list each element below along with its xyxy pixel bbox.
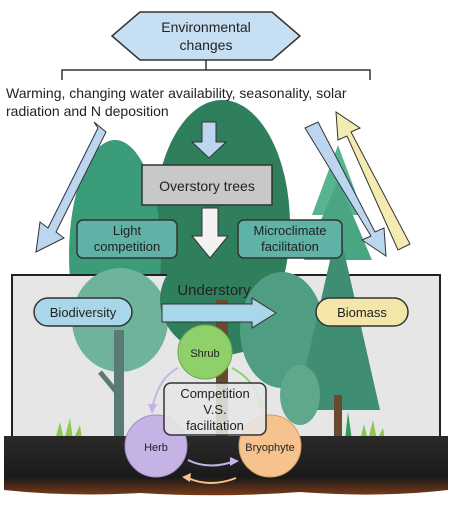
microclimate-facilitation-line2: facilitation xyxy=(261,239,319,254)
arrow-bryophyte-herb xyxy=(187,477,237,484)
sprout xyxy=(345,412,352,440)
soil-layer xyxy=(4,436,448,496)
light-competition-box xyxy=(76,219,178,259)
arrow-right-diagonal-up xyxy=(335,111,411,251)
shrub-label: Shrub xyxy=(190,348,219,360)
hexagon-title-line2: changes xyxy=(180,37,233,53)
arrow-herb-bryophyte-head xyxy=(230,457,239,466)
environmental-changes-hexagon xyxy=(110,11,302,61)
arrow-bryophyte-herb-head xyxy=(182,473,191,482)
arrow-down-to-overstory xyxy=(190,121,228,159)
arrow-herb-bryophyte xyxy=(187,459,233,467)
microclimate-facilitation-line1: Microclimate xyxy=(254,223,327,238)
overstory-trees-box xyxy=(141,164,273,206)
small-bush xyxy=(280,365,320,425)
shrub-node xyxy=(177,324,233,380)
interaction-line3: facilitation xyxy=(186,418,244,433)
competition-facilitation-box xyxy=(163,382,267,436)
interaction-line2: V.S. xyxy=(203,402,226,417)
understory-label: Understory xyxy=(177,282,251,299)
grass-tuft-right xyxy=(360,420,385,440)
left-tree-trunk xyxy=(114,330,124,445)
interaction-line1: Competition xyxy=(180,386,249,401)
biodiversity-label: Biodiversity xyxy=(50,305,117,320)
light-competition-line2: competition xyxy=(94,239,160,254)
drivers-bracket xyxy=(61,60,371,80)
hexagon-title-line1: Environmental xyxy=(161,19,251,35)
arrow-shrub-herb-head xyxy=(148,404,157,414)
light-competition-line1: Light xyxy=(113,223,142,238)
biomass-label: Biomass xyxy=(337,305,387,320)
microclimate-facilitation-box xyxy=(237,219,343,259)
arrow-biodiversity-to-biomass xyxy=(161,297,277,329)
biomass-pill xyxy=(315,297,409,327)
left-tree-branch xyxy=(98,370,121,397)
bryophyte-label: Bryophyte xyxy=(245,442,295,454)
herb-label: Herb xyxy=(144,442,168,454)
arrow-left-diagonal xyxy=(35,121,107,253)
conifer-trunk xyxy=(334,395,342,440)
right-tree-crown xyxy=(240,272,324,388)
drivers-text-line2: radiation and N deposition xyxy=(6,103,169,119)
arrow-right-diagonal-down xyxy=(304,121,387,257)
arrow-down-to-understory xyxy=(190,207,230,259)
biodiversity-pill xyxy=(33,297,133,327)
understory-vegetation xyxy=(55,225,385,445)
overstory-trees-label: Overstory trees xyxy=(159,178,255,194)
grass-tuft-left xyxy=(55,418,82,440)
drivers-text-line1: Warming, changing water availability, se… xyxy=(6,85,347,101)
